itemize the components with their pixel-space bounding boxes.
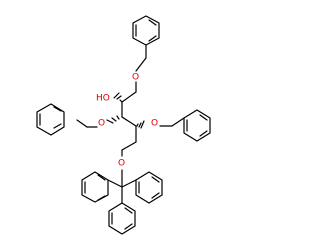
c4-oxygen-hashed-wedge	[136, 120, 145, 129]
hydroxyl-label: HO	[96, 94, 110, 104]
oxygen-label-top: O	[132, 73, 139, 83]
c3-c4-bond	[121, 116, 137, 127]
benzyl-o-bond	[135, 57, 147, 72]
left-benzyl-phenyl-ring	[36, 103, 65, 136]
trityl-right-bond	[121, 179, 137, 188]
molecule-structure: O HO O O O	[36, 15, 211, 235]
molecule-figure: O HO O O O	[36, 15, 211, 235]
right-benzyl-phenyl-ring	[183, 109, 211, 142]
trityl-bottom-phenyl-ring	[108, 202, 136, 235]
trityl-left-bond	[107, 179, 123, 188]
oxygen-label-left: O	[98, 119, 105, 129]
trityl-left-phenyl-ring	[81, 171, 109, 203]
c5-c6-bond	[121, 141, 137, 151]
oxygen-label-right: O	[151, 119, 158, 129]
left-benzyl-ch2-ring-bond	[76, 119, 88, 128]
right-benzyl-ch2-ring-bond	[171, 117, 185, 127]
oxygen-label-trityl: O	[118, 159, 125, 169]
c1-c2-bond	[121, 91, 137, 103]
c3-oxygen-hashed-wedge	[106, 115, 120, 124]
trityl-right-phenyl-ring	[135, 171, 163, 204]
